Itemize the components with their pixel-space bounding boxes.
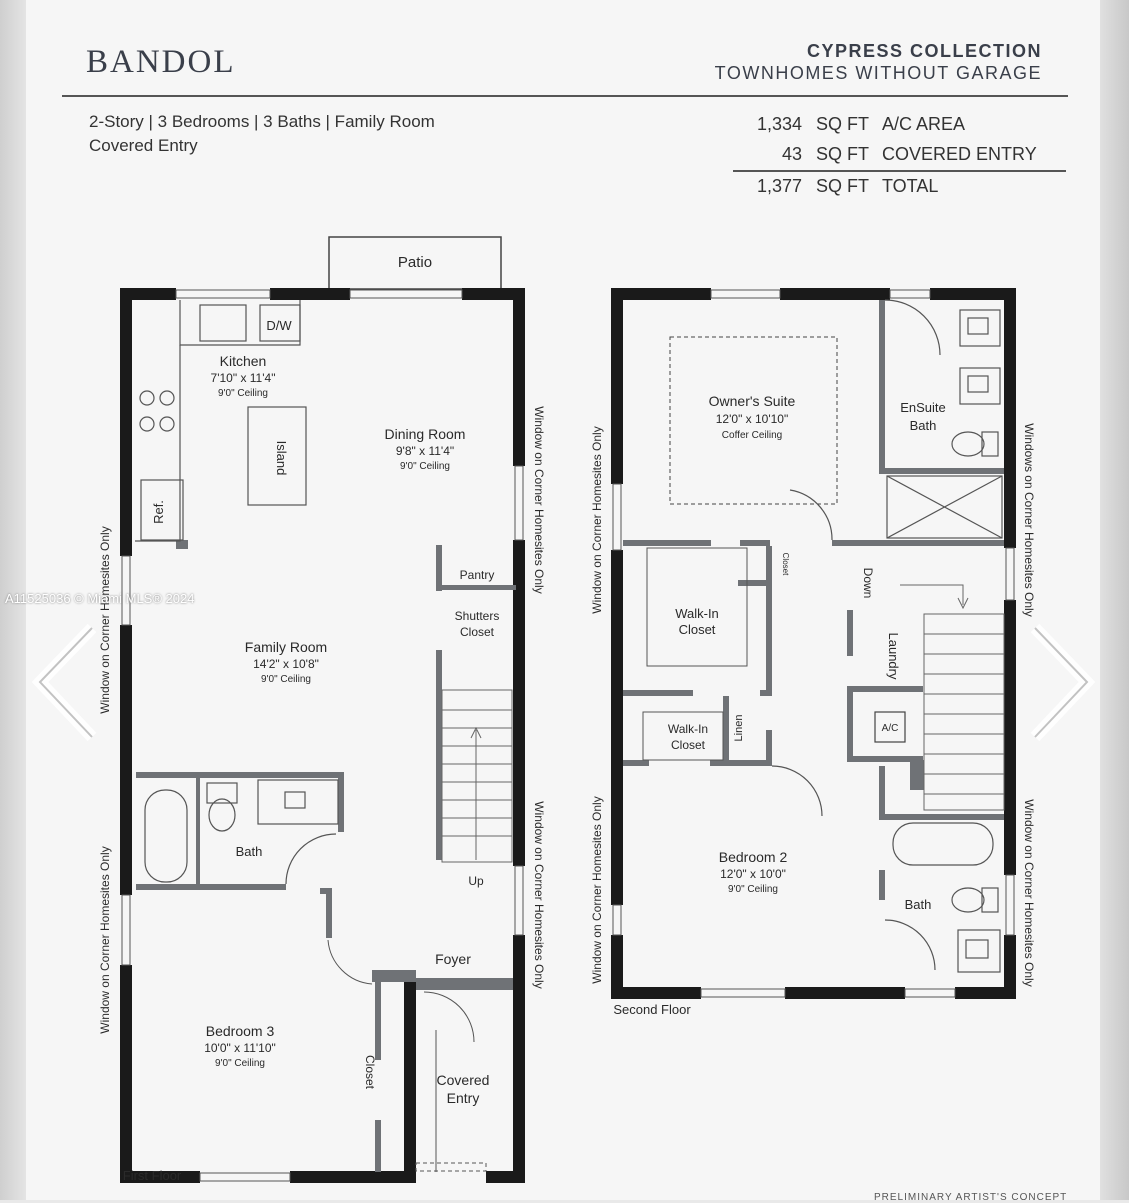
family-room-size: 14'2" x 10'8" [253, 657, 319, 671]
linen-label: Linen [733, 715, 745, 742]
bedroom2-ceiling: 9'0" Ceiling [728, 884, 778, 895]
covered-entry-label-1: Covered [437, 1072, 490, 1088]
page-edge-left [0, 0, 26, 1200]
window-note-2f-left-upper: Window on Corner Homesites Only [590, 426, 604, 613]
ensuite-label-2: Bath [910, 418, 937, 433]
first-floor-plan: Patio [98, 236, 546, 1183]
first-floor-label: First Floor [123, 1168, 182, 1183]
kitchen-counters [135, 300, 307, 542]
walkin-closet-1-outline [646, 547, 748, 667]
owners-suite-size: 12'0" x 10'10" [716, 412, 789, 426]
stairs-down-label: Down [861, 568, 875, 599]
covered-entry-label-2: Entry [447, 1090, 480, 1106]
dining-name: Dining Room [385, 426, 466, 442]
second-floor-bath-label: Bath [905, 897, 932, 912]
bedroom3-size: 10'0" x 11'10" [204, 1041, 276, 1055]
area-row: 1,334 SQ FT A/C AREA [733, 110, 1066, 140]
bedroom3-name: Bedroom 3 [206, 1023, 275, 1039]
bedroom2-size: 12'0" x 10'0" [720, 867, 786, 881]
first-floor-bath-label: Bath [236, 844, 263, 859]
second-floor-stairs [900, 584, 1005, 811]
first-floor-stairs [441, 689, 513, 863]
dishwasher-label: D/W [266, 318, 292, 333]
bedroom2-name: Bedroom 2 [719, 849, 788, 865]
area-table: 1,334 SQ FT A/C AREA 43 SQ FT COVERED EN… [733, 110, 1066, 202]
walkin-closet-1-label-2: Closet [679, 622, 716, 637]
patio-label: Patio [398, 254, 432, 271]
walkin-closet-2-label-2: Closet [671, 738, 706, 752]
area-label: COVERED ENTRY [882, 144, 1037, 164]
shutters-closet-label-2: Closet [460, 625, 495, 639]
kitchen-ceiling: 9'0" Ceiling [218, 388, 268, 399]
window-note-right-lower: Window on Corner Homesites Only [532, 801, 546, 988]
foyer-label: Foyer [435, 951, 471, 967]
area-label: TOTAL [882, 170, 1066, 202]
mls-watermark: A11525036 © Miami MLS® 2024 [5, 591, 195, 606]
window-note-right-upper: Window on Corner Homesites Only [532, 406, 546, 593]
windows-note-2f-right-upper: Windows on Corner Homesites Only [1022, 423, 1036, 616]
second-floor-plan: Owner's Suite 12'0" x 10'10" Coffer Ceil… [590, 288, 1036, 1017]
header-divider [62, 95, 1068, 97]
small-closet-label: Closet [781, 553, 790, 576]
area-unit: SQ FT [816, 114, 869, 134]
family-room-name: Family Room [245, 639, 327, 655]
ensuite-label-1: EnSuite [900, 400, 946, 415]
chevron-left-icon[interactable] [30, 620, 100, 745]
second-floor-bath-fixtures [771, 765, 1001, 973]
owners-suite-name: Owner's Suite [709, 393, 796, 409]
area-unit: SQ FT [816, 170, 882, 202]
walkin-closet-2-outline [642, 711, 724, 761]
kitchen-size: 7'10" x 11'4" [211, 371, 276, 385]
shutters-closet-label-1: Shutters [455, 609, 500, 623]
walkin-closet-2-label-1: Walk-In [668, 722, 708, 736]
dining-ceiling: 9'0" Ceiling [400, 461, 450, 472]
stairs-up-label: Up [468, 874, 484, 888]
bedroom3-closet-label: Closet [363, 1055, 377, 1090]
first-floor-interior-walls [136, 540, 516, 1172]
pantry-label: Pantry [460, 568, 495, 582]
window-note-2f-left-lower: Window on Corner Homesites Only [590, 796, 604, 983]
page-edge-right [1100, 0, 1129, 1200]
area-value: 1,334 [756, 114, 802, 134]
ac-label: A/C [882, 723, 899, 734]
walkin-closet-1-label-1: Walk-In [675, 606, 719, 621]
first-floor-windows [121, 289, 524, 1182]
window-note-2f-right-lower: Window on Corner Homesites Only [1022, 799, 1036, 986]
window-note-left-lower: Window on Corner Homesites Only [98, 846, 112, 1033]
area-value: 43 [781, 144, 802, 164]
dining-size: 9'8" x 11'4" [396, 444, 454, 458]
second-floor-exterior-walls [611, 288, 1016, 999]
patio-outline [328, 236, 502, 290]
family-room-ceiling: 9'0" Ceiling [261, 674, 311, 685]
first-floor-exterior-walls [120, 288, 525, 1183]
second-floor-interior-walls [623, 300, 1004, 900]
owners-suite-ceiling: Coffer Ceiling [722, 430, 782, 441]
area-row: 43 SQ FT COVERED ENTRY [733, 140, 1066, 171]
bedroom3-ceiling: 9'0" Ceiling [215, 1058, 265, 1069]
area-total-row: 1,377 SQ FT TOTAL [733, 170, 1066, 202]
collection-name: CYPRESS COLLECTION [806, 41, 1042, 61]
ensuite-fixtures [789, 299, 1003, 541]
first-floor-door-swings [327, 939, 475, 1172]
first-floor-bath-fixtures [144, 779, 339, 885]
second-floor-label: Second Floor [613, 1002, 691, 1017]
area-value: 1,377 [733, 170, 816, 202]
island-label: Island [274, 441, 289, 476]
refrigerator-label: Ref. [151, 500, 166, 524]
chevron-right-icon[interactable] [1027, 620, 1097, 745]
collection-subtitle: TOWNHOMES WITHOUT GARAGE [714, 63, 1042, 83]
laundry-label: Laundry [886, 633, 901, 680]
area-label: A/C AREA [882, 114, 966, 134]
features-line-1: 2-Story | 3 Bedrooms | 3 Baths | Family … [89, 112, 435, 131]
features-line-2: Covered Entry [89, 136, 198, 155]
concept-footnote: PRELIMINARY ARTIST'S CONCEPT [874, 1192, 1068, 1203]
second-floor-windows [612, 289, 1015, 998]
plan-title: BANDOL [86, 44, 236, 80]
kitchen-name: Kitchen [220, 353, 267, 369]
area-unit: SQ FT [816, 144, 869, 164]
window-note-left-upper: Window on Corner Homesites Only [98, 526, 112, 713]
ac-unit-outline [874, 711, 906, 743]
coffer-ceiling-outline [669, 336, 838, 505]
